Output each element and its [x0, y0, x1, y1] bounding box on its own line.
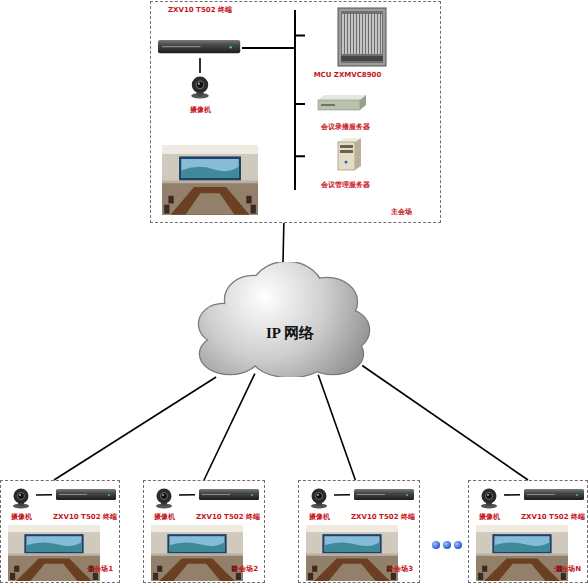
site-label: 主会场 — [391, 208, 412, 217]
site-label: 分会场3 — [387, 565, 413, 574]
management-server-icon — [338, 138, 361, 170]
network-link — [204, 374, 255, 480]
camera-device: 摄像机 — [304, 486, 334, 522]
camera-device: 摄像机 — [182, 73, 218, 115]
camera-icon — [191, 77, 209, 99]
cloud-lobe — [228, 289, 338, 359]
branch-site: 分会场3 摄像机 ZXV10 T502 终端 — [298, 480, 420, 583]
device-label: 会议管理服务器 — [299, 181, 391, 190]
device-label: ZXV10 T502 终端 — [344, 513, 422, 522]
camera-device: 摄像机 — [6, 486, 36, 522]
camera-icon — [311, 489, 327, 509]
terminal-icon — [56, 489, 116, 500]
network-link — [282, 223, 284, 262]
device-label: 摄像机 — [468, 513, 510, 522]
cloud-shape — [195, 262, 371, 377]
device-label: 摄像机 — [0, 513, 42, 522]
mcu-device: MCU ZXMVC8900 — [305, 6, 390, 80]
site-label: 分会场2 — [232, 565, 258, 574]
device-label: 会议录播服务器 — [299, 123, 391, 132]
cloud-fill — [199, 262, 369, 377]
camera-device: 摄像机 — [474, 486, 504, 522]
cloud-lobe — [228, 289, 338, 359]
device-label: 摄像机 — [176, 106, 224, 115]
management-server: 会议管理服务器 — [305, 138, 385, 190]
network-label: IP 网络 — [195, 324, 371, 343]
recording-server: 会议录播服务器 — [305, 92, 385, 132]
camera-icon — [481, 489, 497, 509]
meeting-room-photo — [151, 525, 243, 581]
camera-device: 摄像机 — [149, 486, 179, 522]
network-link — [36, 494, 52, 496]
device-label: ZXV10 T502 终端 — [158, 6, 242, 15]
network-link — [242, 48, 305, 156]
meeting-room-photo — [8, 525, 100, 581]
ellipsis-dots — [432, 541, 462, 549]
recording-server-icon — [318, 95, 366, 110]
meeting-room-photo — [162, 145, 258, 215]
meeting-room-photo — [306, 525, 398, 581]
terminal-device: ZXV10 T502 终端 — [350, 488, 416, 522]
network-link — [242, 36, 305, 49]
main-site: 主会场ZXV10 T502 终端摄像机MCU ZXMVC8900会议录播服务器会… — [150, 1, 441, 223]
device-label: ZXV10 T502 终端 — [514, 513, 588, 522]
branch-site: 分会场1 摄像机 ZXV10 T502 终端 — [0, 480, 120, 583]
network-link — [199, 58, 201, 73]
network-link — [504, 494, 520, 496]
terminal-icon — [354, 489, 414, 500]
terminal-icon — [158, 40, 240, 53]
camera-icon — [156, 489, 172, 509]
device-label: ZXV10 T502 终端 — [46, 513, 124, 522]
camera-icon — [13, 489, 29, 509]
network-link — [362, 366, 528, 481]
cloud-outline — [199, 262, 369, 377]
device-label: 摄像机 — [143, 513, 185, 522]
network-link — [318, 375, 355, 480]
network-link — [54, 377, 216, 480]
device-label: MCU ZXMVC8900 — [299, 71, 396, 80]
network-link — [334, 494, 350, 496]
terminal-device: ZXV10 T502 终端 — [52, 488, 118, 522]
device-label: 摄像机 — [298, 513, 340, 522]
terminal-icon — [524, 489, 584, 500]
device-label: ZXV10 T502 终端 — [189, 513, 267, 522]
terminal-device: ZXV10 T502 终端 — [158, 6, 242, 58]
ip-network-cloud: IP 网络 — [195, 262, 371, 377]
site-label: 分会场1 — [87, 565, 113, 574]
terminal-icon — [199, 489, 259, 500]
branch-site: 分会场N 摄像机 ZXV10 T502 终端 — [468, 480, 588, 583]
branch-site: 分会场2 摄像机 ZXV10 T502 终端 — [143, 480, 265, 583]
terminal-device: ZXV10 T502 终端 — [195, 488, 261, 522]
mcu-rack — [338, 8, 386, 66]
terminal-device: ZXV10 T502 终端 — [520, 488, 586, 522]
site-label: 分会场N — [554, 565, 581, 574]
network-link — [179, 494, 195, 496]
